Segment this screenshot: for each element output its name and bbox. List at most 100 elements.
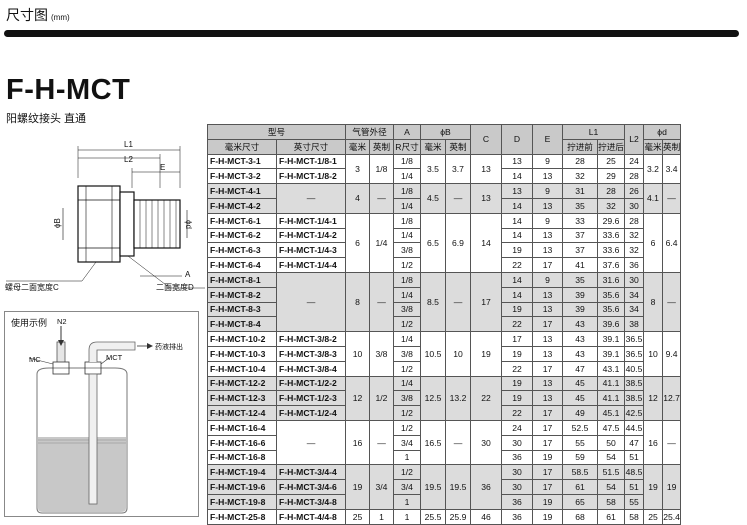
d-cell: 30 xyxy=(501,479,533,495)
e-cell: 17 xyxy=(532,257,563,273)
phi-d-inch-cell: — xyxy=(661,271,682,333)
l2-cell: 47 xyxy=(624,434,644,451)
l1-before-cell: 39 xyxy=(562,286,598,303)
l1-after-cell: 29.6 xyxy=(597,212,625,229)
e-cell: 13 xyxy=(532,345,563,362)
e-cell: 13 xyxy=(532,286,563,303)
model-inch-cell: F-H-MCT-1/2-3 xyxy=(276,390,346,407)
phi-d-label: ϕd xyxy=(184,220,193,229)
phi-b-mm-cell: 25.5 xyxy=(420,508,446,525)
d-cell: 17 xyxy=(501,331,533,347)
model-mm-cell: F-H-MCT-6-1 xyxy=(207,212,277,229)
d-cell: 36 xyxy=(501,493,533,510)
l1-before-cell: 37 xyxy=(562,227,598,244)
header-phi-b: ϕB xyxy=(420,124,471,140)
c-cell: 19 xyxy=(470,331,502,377)
l2-cell: 28 xyxy=(624,168,644,185)
model-inch-cell: — xyxy=(276,419,346,466)
r-size-cell: 1/4 xyxy=(393,286,421,303)
r-size-cell: 1/4 xyxy=(393,227,421,244)
r-size-cell: 1/2 xyxy=(393,316,421,333)
phi-d-mm-cell: 25 xyxy=(643,508,663,525)
d-cell: 22 xyxy=(501,316,533,333)
model-mm-cell: F-H-MCT-10-4 xyxy=(207,360,277,377)
r-size-cell: 1 xyxy=(393,508,421,525)
l1-before-cell: 37 xyxy=(562,242,598,259)
d-cell: 36 xyxy=(501,508,533,525)
l2-cell: 32 xyxy=(624,242,644,259)
d-cell: 19 xyxy=(501,345,533,362)
r-size-cell: 1/8 xyxy=(393,271,421,288)
model-mm-cell: F-H-MCT-6-3 xyxy=(207,242,277,259)
l1-after-cell: 25 xyxy=(597,153,625,170)
usage-diagram: N2 MC MCT 药液排出 xyxy=(28,317,183,514)
l2-cell: 40.5 xyxy=(624,360,644,377)
e-cell: 9 xyxy=(532,153,563,170)
e-cell: 13 xyxy=(532,390,563,407)
l2-cell: 58 xyxy=(624,508,644,525)
mc-label: MC xyxy=(29,355,41,364)
l2-cell: 51 xyxy=(624,479,644,495)
phi-d-mm-cell: 6 xyxy=(643,212,663,273)
e-label: E xyxy=(160,163,165,172)
e-cell: 9 xyxy=(532,271,563,288)
l1-after-cell: 61 xyxy=(597,508,625,525)
l2-cell: 24 xyxy=(624,153,644,170)
phi-b-inch-cell: 6.9 xyxy=(445,212,471,273)
l1-after-cell: 35.6 xyxy=(597,286,625,303)
tube-od-mm-cell: 19 xyxy=(345,464,370,510)
l1-before-cell: 35 xyxy=(562,271,598,288)
l1-after-cell: 41.1 xyxy=(597,375,625,392)
r-size-cell: 3/8 xyxy=(393,345,421,362)
spec-table: 型号 气管外径 A ϕB C D E L1 L2 ϕd 毫米尺寸 英寸尺寸 毫米… xyxy=(207,124,682,525)
model-mm-cell: F-H-MCT-12-3 xyxy=(207,390,277,407)
l2-cell: 32 xyxy=(624,227,644,244)
d-cell: 24 xyxy=(501,419,533,436)
l1-before-cell: 28 xyxy=(562,153,598,170)
tube-od-mm-cell: 3 xyxy=(345,153,370,185)
header-r-size: R尺寸 xyxy=(393,138,421,155)
tube-od-inch-cell: 1/8 xyxy=(369,153,394,185)
model-mm-cell: F-H-MCT-16-4 xyxy=(207,419,277,436)
phi-d-inch-cell: — xyxy=(661,183,682,214)
l1-before-cell: 65 xyxy=(562,493,598,510)
phi-b-inch-cell: — xyxy=(445,419,471,466)
c-cell: 46 xyxy=(470,508,502,525)
header-dd-mm: 毫米 xyxy=(643,138,663,155)
hex-c-label: 螺母二面宽度C xyxy=(5,282,59,292)
l1-before-cell: 45 xyxy=(562,390,598,407)
e-cell: 13 xyxy=(532,375,563,392)
l1-before-cell: 61 xyxy=(562,479,598,495)
c-cell: 13 xyxy=(470,183,502,214)
header-d: D xyxy=(501,124,533,155)
model-mm-cell: F-H-MCT-3-1 xyxy=(207,153,277,170)
d-cell: 22 xyxy=(501,360,533,377)
model-inch-cell: F-H-MCT-1/8-2 xyxy=(276,168,346,185)
unit-label: (mm) xyxy=(51,13,70,22)
r-size-cell: 1/2 xyxy=(393,405,421,421)
model-mm-cell: F-H-MCT-16-6 xyxy=(207,434,277,451)
phi-d-mm-cell: 12 xyxy=(643,375,663,421)
phi-b-inch-cell: 3.7 xyxy=(445,153,471,185)
l1-before-cell: 35 xyxy=(562,197,598,214)
a-label: A xyxy=(185,270,191,279)
r-size-cell: 1/8 xyxy=(393,183,421,199)
product-model: F-H-MCT xyxy=(6,74,131,106)
header-inch-size: 英寸尺寸 xyxy=(276,138,346,155)
phi-b-mm-cell: 3.5 xyxy=(420,153,446,185)
section-title: 尺寸图(mm) xyxy=(6,5,70,25)
mct-label: MCT xyxy=(106,353,123,362)
tube-od-inch-cell: 3/8 xyxy=(369,331,394,377)
model-mm-cell: F-H-MCT-10-2 xyxy=(207,331,277,347)
model-inch-cell: F-H-MCT-1/4-2 xyxy=(276,227,346,244)
c-cell: 36 xyxy=(470,464,502,510)
l1-before-cell: 45 xyxy=(562,375,598,392)
e-cell: 17 xyxy=(532,360,563,377)
model-inch-cell: F-H-MCT-3/8-4 xyxy=(276,360,346,377)
